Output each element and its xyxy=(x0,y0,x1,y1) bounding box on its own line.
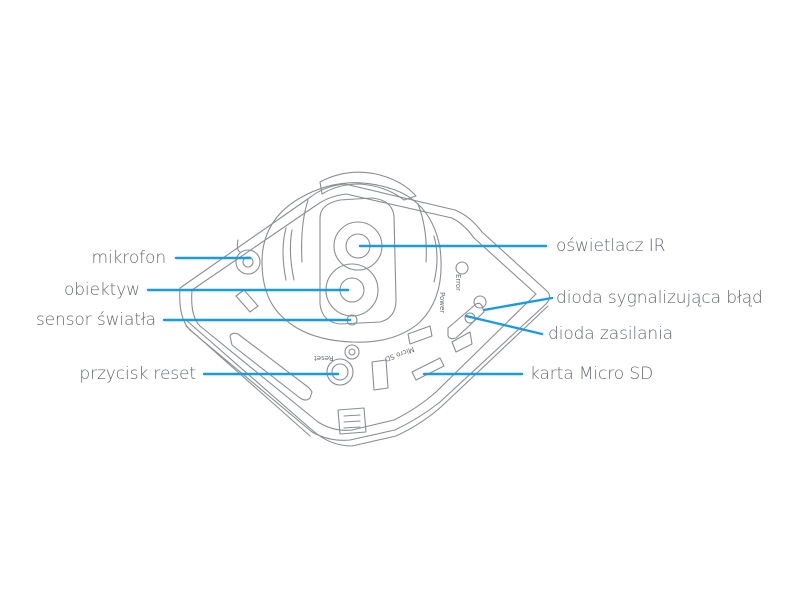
leader-error xyxy=(482,296,554,312)
sd-slot xyxy=(411,357,445,381)
leader-power xyxy=(464,314,544,336)
label-sd: karta Micro SD xyxy=(530,364,654,384)
slot-left xyxy=(229,332,313,401)
dome xyxy=(261,182,442,343)
label-ir: oświetlacz IR xyxy=(556,236,666,256)
label-obiektyw: obiektyw xyxy=(63,280,140,300)
error-led-hole xyxy=(473,295,487,309)
label-power-led: dioda zasilania xyxy=(548,324,674,344)
mark-error: Error xyxy=(454,274,462,292)
base-plate-inner xyxy=(191,193,537,431)
slot-right xyxy=(447,302,485,340)
label-mikrofon: mikrofon xyxy=(91,248,166,268)
mark-power: Power xyxy=(438,292,446,314)
microphone xyxy=(235,249,261,275)
reset-button xyxy=(326,358,354,386)
dome-top xyxy=(319,171,417,201)
base-lower-rim xyxy=(185,305,549,447)
mark-reset: Reset xyxy=(314,354,334,362)
label-sensor: sensor światła xyxy=(35,310,156,330)
connector xyxy=(337,407,367,435)
base-plate xyxy=(179,183,551,441)
label-error-led: dioda sygnalizująca błąd xyxy=(556,288,763,308)
label-reset: przycisk reset xyxy=(79,364,196,384)
